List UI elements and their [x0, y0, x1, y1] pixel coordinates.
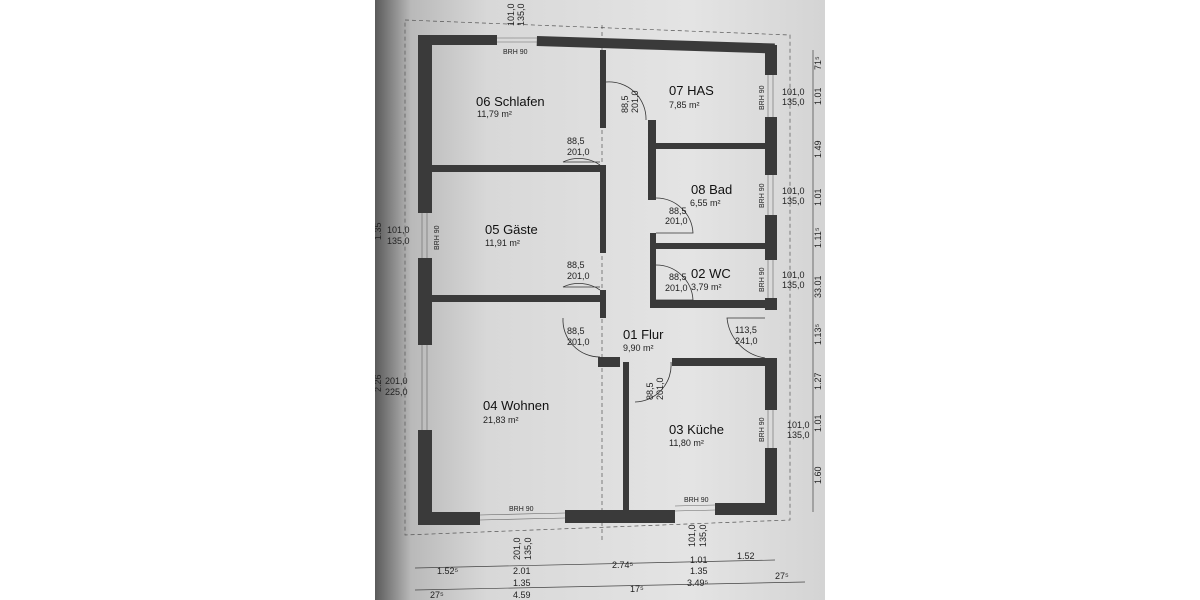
room-area-08: 6,55 m² — [690, 198, 721, 208]
room-area-01: 9,90 m² — [623, 343, 654, 353]
dimension-label: 1.52 — [737, 551, 755, 561]
dimension-label: 88,5 — [567, 136, 585, 146]
dimension-label: 135,0 — [782, 97, 805, 107]
room-name-04: 04 Wohnen — [483, 398, 549, 413]
dimension-label: 88,5 — [567, 326, 585, 336]
dimension-label: 2.26 — [375, 374, 383, 392]
dimension-label: 71⁵ — [813, 56, 823, 70]
room-name-05: 05 Gäste — [485, 222, 538, 237]
dimension-label: 241,0 — [735, 336, 758, 346]
room-name-07: 07 HAS — [669, 83, 714, 98]
dimension-label: 2.74⁵ — [612, 560, 634, 570]
room-area-03: 11,80 m² — [669, 438, 704, 448]
door-labels: 88,5 201,0 88,5 201,0 88,5 201,0 88,5 20… — [567, 90, 758, 400]
dimension-label: 1.52⁵ — [437, 566, 459, 576]
dimension-label: BRH 90 — [759, 267, 766, 292]
dimension-label: 201,0 — [567, 147, 590, 157]
dimension-label: 201,0 — [655, 377, 665, 400]
dimension-label: BRH 90 — [684, 497, 709, 504]
dimension-label: 201,0 — [567, 271, 590, 281]
dimension-label: 27⁵ — [430, 590, 444, 600]
dimension-label: 101,0 — [787, 420, 810, 430]
dimension-label: 135,0 — [387, 236, 410, 246]
dimension-label: 135,0 — [698, 524, 708, 547]
room-area-04: 21,83 m² — [483, 415, 519, 425]
dimension-label: 1.49 — [813, 140, 823, 158]
brh-labels: BRH 90 BRH 90 BRH 90 BRH 90 BRH 90 BRH 9… — [434, 49, 766, 513]
dimension-label: 201,0 — [567, 337, 590, 347]
dimension-label: BRH 90 — [759, 85, 766, 110]
dimension-label: 135,0 — [523, 537, 533, 560]
dimension-label: 201,0 — [665, 216, 688, 226]
dimension-label: 201,0 — [512, 537, 522, 560]
dimension-label: 135,0 — [787, 430, 810, 440]
doors — [562, 81, 766, 403]
walls — [418, 35, 777, 525]
dimension-label: 225,0 — [385, 387, 408, 397]
dimension-label: 1.27 — [813, 372, 823, 390]
dimension-label: 101,0 — [782, 87, 805, 97]
dimension-label: BRH 90 — [759, 417, 766, 442]
room-area-07: 7,85 m² — [669, 100, 700, 110]
dimension-label: BRH 90 — [509, 506, 534, 513]
bottom-dimensions: 1.52⁵ 2.01 2.74⁵ 1.01 1.52 1.35 1.35 3.4… — [430, 551, 789, 600]
floor-plan: 06 Schlafen 11,79 m² 07 HAS 7,85 m² 08 B… — [375, 0, 825, 600]
dimension-label: 201,0 — [385, 376, 408, 386]
room-area-06: 11,79 m² — [477, 109, 512, 119]
dimension-label: 135,0 — [782, 280, 805, 290]
dimension-label: 101,0 — [387, 225, 410, 235]
left-dimensions: 1.35 2.26 — [375, 222, 383, 392]
dimension-label: 135,0 — [782, 196, 805, 206]
window-labels: 101,0 135,0 101,0 135,0 101,0 135,0 101,… — [385, 3, 810, 560]
dimension-label: 135,0 — [516, 3, 526, 26]
dimension-label: 1.35 — [690, 566, 708, 576]
dimension-label: BRH 90 — [503, 49, 528, 56]
room-area-02: 3,79 m² — [691, 282, 722, 292]
dimension-label: 3.49⁵ — [687, 578, 709, 588]
dimension-label: 88,5 — [669, 272, 687, 282]
room-name-01: 01 Flur — [623, 327, 664, 342]
dimension-label: 1.01 — [813, 87, 823, 105]
dimension-label: 88,5 — [669, 206, 687, 216]
dimension-label: 1.35 — [513, 578, 531, 588]
room-name-02: 02 WC — [691, 266, 731, 281]
dimension-label: BRH 90 — [759, 183, 766, 208]
dimension-label: 101,0 — [506, 3, 516, 26]
dimension-label: 17⁵ — [630, 584, 644, 594]
room-area-05: 11,91 m² — [485, 238, 520, 248]
room-name-06: 06 Schlafen — [476, 94, 545, 109]
dimension-label: 101,0 — [782, 186, 805, 196]
dimension-label: 201,0 — [665, 283, 688, 293]
dimension-label: 1.13⁵ — [813, 323, 823, 345]
windows — [421, 37, 774, 521]
dimension-label: 33.01 — [813, 275, 823, 298]
dimension-label: 88,5 — [645, 382, 655, 400]
room-name-03: 03 Küche — [669, 422, 724, 437]
dimension-label: 101,0 — [782, 270, 805, 280]
dimension-label: 88,5 — [567, 260, 585, 270]
room-name-08: 08 Bad — [691, 182, 732, 197]
dimension-label: 113,5 — [735, 325, 757, 335]
dimension-label: 1.01 — [813, 188, 823, 206]
dimension-label: 88,5 — [620, 95, 630, 113]
dimension-label: 27⁵ — [775, 571, 789, 581]
right-dimensions: 71⁵ 1.01 1.49 1.01 1.11⁵ 33.01 1.13⁵ 1.2… — [813, 56, 823, 484]
dimension-label: 101,0 — [687, 524, 697, 547]
dimension-label: 4.59 — [513, 590, 531, 600]
dimension-label: 1.01 — [690, 555, 708, 565]
dimension-label: 1.11⁵ — [813, 227, 823, 248]
dimension-label: 201,0 — [630, 90, 640, 113]
dimension-label: 1.60 — [813, 466, 823, 484]
dimension-label: 2.01 — [513, 566, 531, 576]
dimension-label: 1.35 — [375, 222, 383, 240]
dimension-label: BRH 90 — [434, 225, 441, 250]
dimension-label: 1.01 — [813, 414, 823, 432]
